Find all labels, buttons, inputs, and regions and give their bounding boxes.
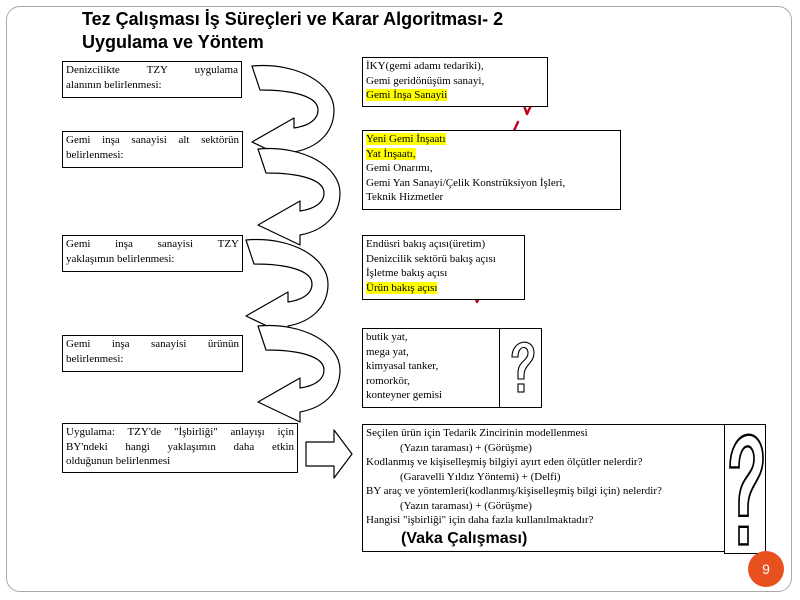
option-text-selected: Yat İnşaatı, [366,147,416,160]
option-text-selected: Ürün bakış açısı [366,281,438,294]
right-arrow-icon [305,429,353,479]
step-text: Gemi inşa sanayisi ürünün [66,338,239,350]
option-text: (Garavelli Yıldız Yöntemi) + (Delfi) [400,470,561,483]
option-text: (Yazın taraması) + (Görüşme) [400,499,532,512]
curved-arrow-icon [251,64,335,163]
option-text: Gemi Yan Sanayi/Çelik Konstrüksiyon İşle… [366,176,566,189]
curved-arrow-icon [257,324,341,423]
option-text: Endüsri bakış açısı(üretim) [366,238,486,250]
option-text: Denizcilik sektörü bakış açısı [366,252,496,265]
page-number-badge: 9 [748,551,784,587]
step-text: belirlenmesi: [66,148,124,161]
option-box-1: İKY(gemi adamı tedariki), Gemi geridönüş… [362,57,548,107]
step-text: olduğunun belirlenmesi [66,455,171,467]
question-mark-icon [511,341,535,393]
option-text: Seçilen ürün için Tedarik Zincirinin mod… [366,427,588,439]
step-box-4: Gemi inşa sanayisi ürünün belirlenmesi: [62,335,243,372]
option-box-5: Seçilen ürün için Tedarik Zincirinin mod… [362,424,738,552]
step-text: Denizcilikte TZY uygulama [66,64,238,76]
slide-title: Tez Çalışması İş Süreçleri ve Karar Algo… [82,8,503,54]
question-box-2 [724,424,766,554]
step-text: Gemi inşa sanayisi alt sektörün [66,134,239,146]
option-text: mega yat, [366,345,409,358]
option-box-4: butik yat, mega yat, kimyasal tanker, ro… [362,328,500,408]
option-text: İKY(gemi adamı tedariki), [366,60,484,72]
question-box-1 [499,328,542,408]
case-study-caption: (Vaka Çalışması) [401,530,528,547]
option-box-3: Endüsri bakış açısı(üretim) Denizcilik s… [362,235,525,300]
title-line-2: Uygulama ve Yöntem [82,32,264,52]
question-mark-icon [728,433,765,546]
step-box-2: Gemi inşa sanayisi alt sektörün belirlen… [62,131,243,168]
option-text: kimyasal tanker, [366,360,439,372]
step-text: belirlenmesi: [66,352,124,365]
option-text: Gemi geridönüşüm sanayi, [366,74,485,87]
step-box-3: Gemi inşa sanayisi TZY yaklaşımın belirl… [62,235,243,272]
option-text: Teknik Hizmetler [366,191,444,203]
curved-arrow-icon [245,238,329,337]
option-text: İşletme bakış açısı [366,267,448,279]
step-box-1: Denizcilikte TZY uygulama alanının belir… [62,61,242,98]
option-text: romorkör, [366,374,410,387]
option-box-2: Yeni Gemi İnşaatı Yat İnşaatı, Gemi Onar… [362,130,621,210]
step-text: Uygulama: TZY'de "İşbirliği" anlayışı iç… [66,426,294,438]
option-text: konteyner gemisi [366,389,443,401]
option-text: butik yat, [366,331,408,343]
option-text: Hangisi "işbirliği" için daha fazla kull… [366,514,594,526]
option-text: Gemi Onarımı, [366,162,433,174]
option-text-selected: Yeni Gemi İnşaatı [366,133,446,145]
curved-arrow-icon [257,147,341,246]
option-text-selected: Gemi İnşa Sanayii [366,89,448,101]
step-text: alanının belirlenmesi: [66,78,162,91]
option-text: Kodlanmış ve kişiselleşmiş bilgiyi ayırt… [366,456,643,468]
title-line-1: Tez Çalışması İş Süreçleri ve Karar Algo… [82,9,504,29]
step-text: Gemi inşa sanayisi TZY [66,238,239,250]
slide-frame [6,6,792,592]
option-text: BY araç ve yöntemleri(kodlanmış/kişisell… [366,485,662,497]
option-text: (Yazın taraması) + (Görüşme) [400,441,532,454]
step-text: yaklaşımın belirlenmesi: [66,252,175,265]
step-text: BY'ndeki hangi yaklaşımın daha etkin [66,440,294,453]
step-box-5: Uygulama: TZY'de "İşbirliği" anlayışı iç… [62,423,298,473]
